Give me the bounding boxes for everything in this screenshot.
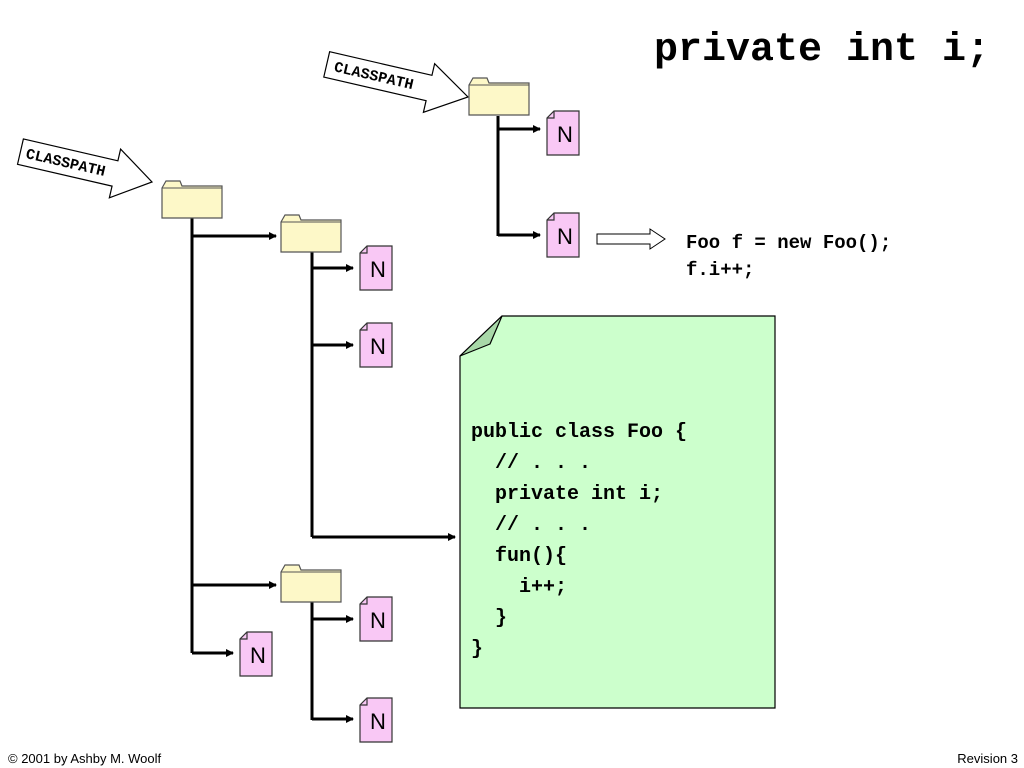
code-line: private int i; bbox=[471, 483, 663, 506]
source-code: public class Foo { // . . . private int … bbox=[471, 421, 687, 661]
code-line: // . . . bbox=[471, 452, 591, 475]
package-folder-2[interactable] bbox=[280, 564, 342, 603]
code-snippet: Foo f = new Foo(); f.i++; bbox=[686, 230, 891, 284]
class-file-top-2[interactable]: N bbox=[546, 212, 580, 258]
file-label: N bbox=[370, 709, 386, 734]
class-file-root-left[interactable]: N bbox=[239, 631, 273, 677]
file-label: N bbox=[370, 608, 386, 633]
code-line: } bbox=[471, 638, 483, 661]
slide-title: private int i; bbox=[653, 28, 990, 73]
file-label: N bbox=[557, 224, 573, 249]
class-file-pkg1-2[interactable]: N bbox=[359, 322, 393, 368]
file-label: N bbox=[250, 643, 266, 668]
class-file-pkg1-1[interactable]: N bbox=[359, 245, 393, 291]
class-file-pkg2-2[interactable]: N bbox=[359, 697, 393, 743]
top-tree-lines bbox=[496, 116, 541, 239]
class-file-top-1[interactable]: N bbox=[546, 110, 580, 156]
revision-footer: Revision 3 bbox=[957, 751, 1018, 766]
code-line: i++; bbox=[471, 576, 567, 599]
file-label: N bbox=[557, 122, 573, 147]
root-folder-top[interactable] bbox=[468, 77, 530, 116]
source-file-page: public class Foo { // . . . private int … bbox=[459, 315, 776, 709]
code-line: public class Foo { bbox=[471, 421, 687, 444]
package-folder-1[interactable] bbox=[280, 214, 342, 253]
snippet-line: f.i++; bbox=[686, 259, 755, 281]
hollow-arrow bbox=[596, 228, 666, 250]
snippet-line: Foo f = new Foo(); bbox=[686, 232, 892, 254]
code-line: // . . . bbox=[471, 514, 591, 537]
file-label: N bbox=[370, 334, 386, 359]
root-folder-left[interactable] bbox=[161, 180, 223, 219]
left-tree-lines bbox=[190, 218, 456, 723]
class-file-pkg2-1[interactable]: N bbox=[359, 596, 393, 642]
file-label: N bbox=[370, 257, 386, 282]
code-line: fun(){ bbox=[471, 545, 567, 568]
classpath-arrow-top: CLASSPATH bbox=[323, 50, 470, 114]
classpath-arrow-left: CLASSPATH bbox=[16, 138, 154, 199]
code-line: } bbox=[471, 607, 507, 630]
copyright-footer: © 2001 by Ashby M. Woolf bbox=[8, 751, 162, 766]
